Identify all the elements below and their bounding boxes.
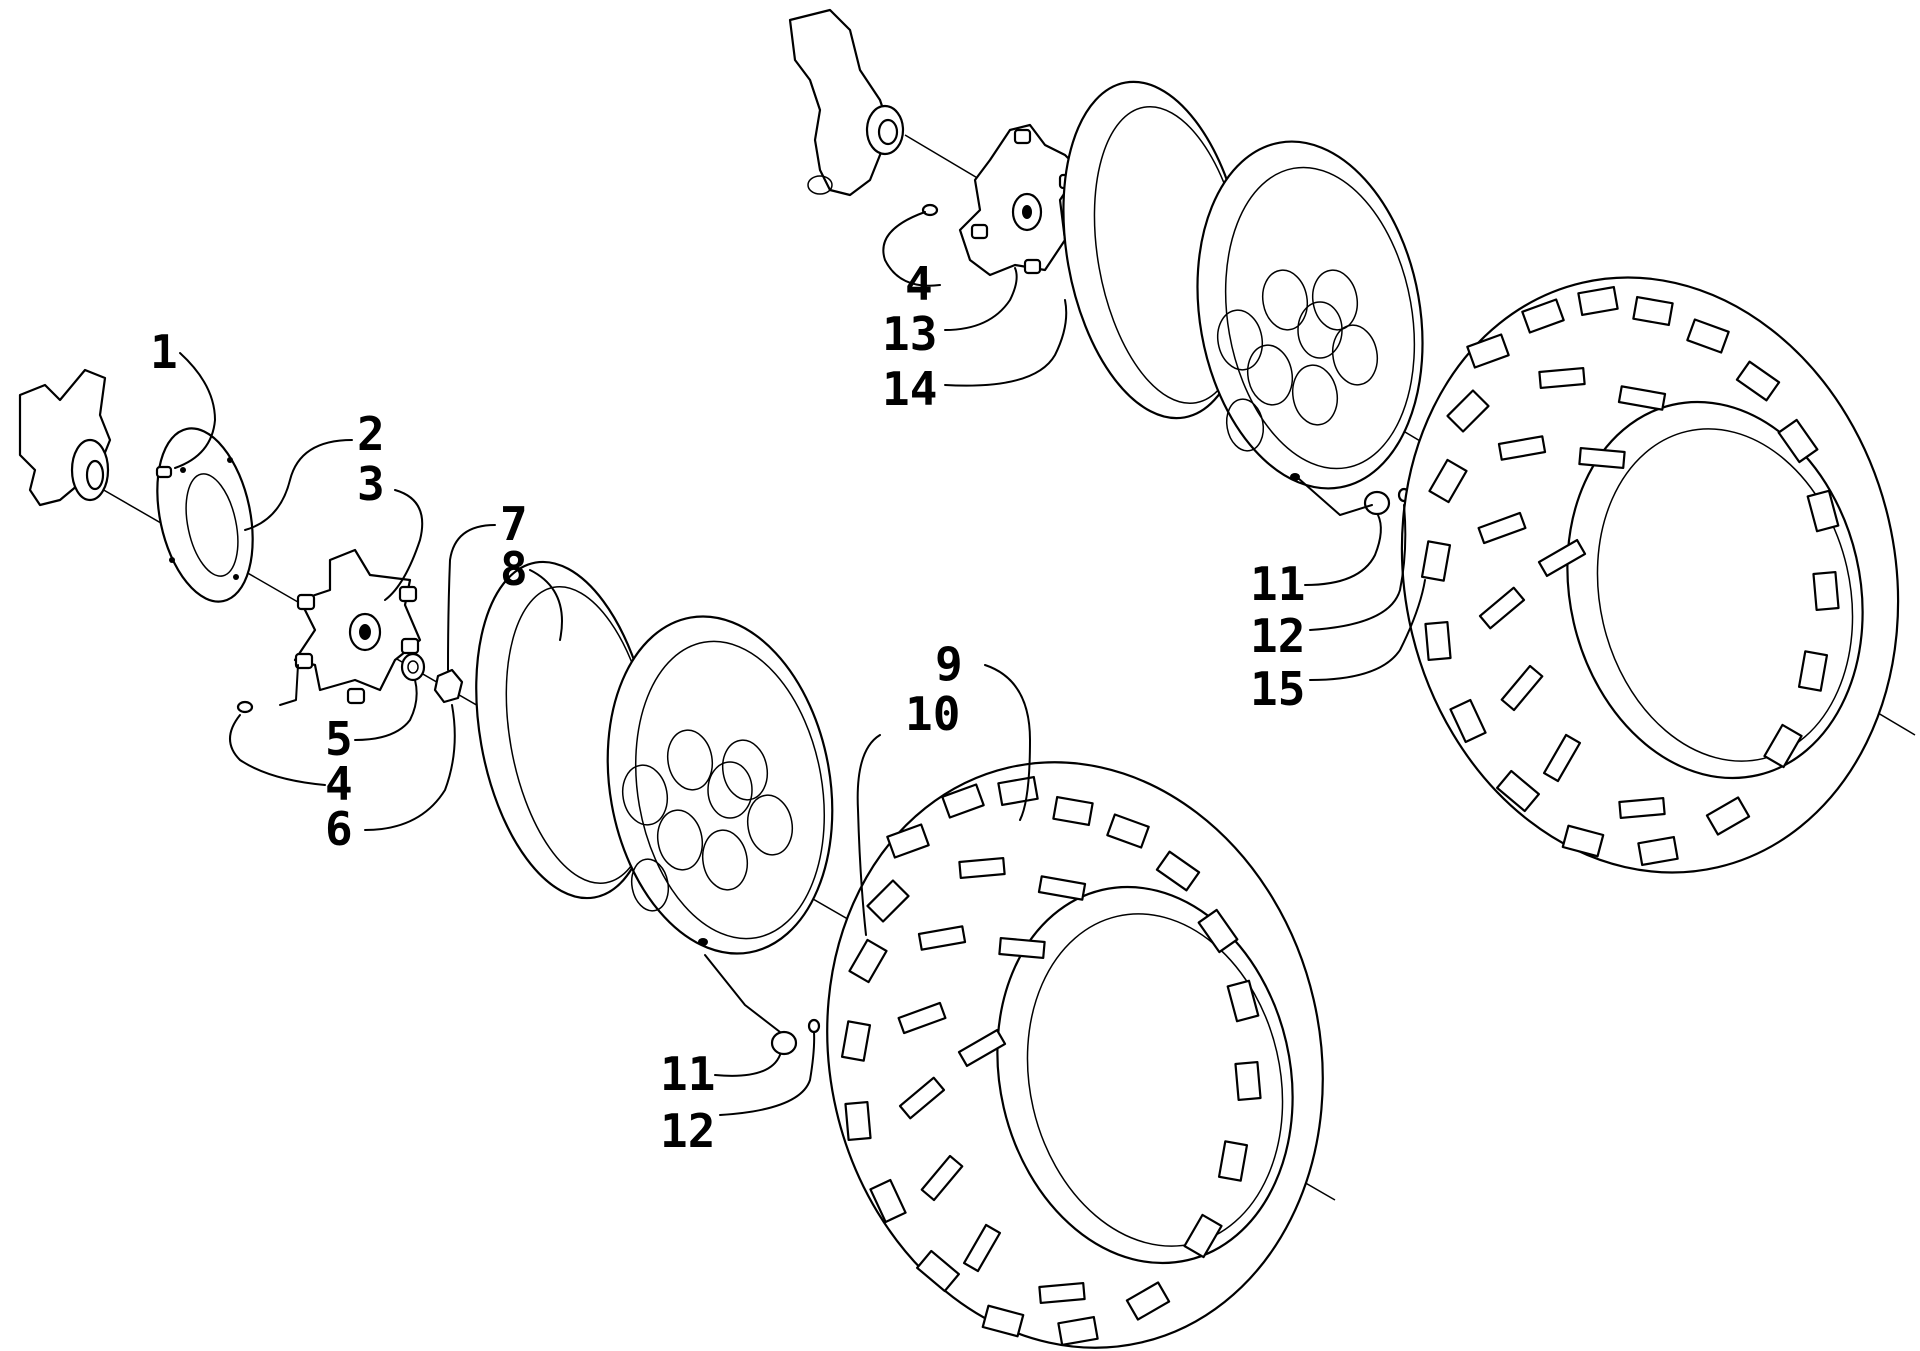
leader-5 [354,679,418,741]
leader-14 [944,299,1068,387]
callout-6: 6 [325,802,353,856]
callout-labels: 1 2 3 4 4 5 6 7 8 9 10 11 11 12 12 13 14… [150,257,1305,1158]
leader-6 [364,704,456,831]
callout-12-lower: 12 [660,1104,715,1158]
callout-9: 9 [935,637,963,691]
callout-4-upper: 4 [905,257,933,311]
leader-3 [384,489,424,601]
callout-3: 3 [357,457,385,511]
leader-lines [174,211,1426,1116]
tire-lower [826,761,1324,1349]
brake-disc [156,427,254,603]
leader-11-upper-bracket [1297,477,1373,516]
leader-1 [174,352,216,469]
valve-stem-lower [770,1018,821,1056]
tire-upper [1400,276,1900,874]
leader-13 [944,267,1018,331]
callout-11-upper: 11 [1250,557,1305,611]
cotter-pin-part-4 [236,700,254,714]
callout-15: 15 [1250,662,1305,716]
leader-12-lower [719,1031,816,1116]
callout-8: 8 [500,542,528,596]
wheel-hub-upper [958,123,1082,277]
leader-9 [984,664,1031,821]
leader-2 [244,439,353,531]
leader-15 [1309,579,1426,681]
bolt-part-1 [155,465,173,479]
callout-12-upper: 12 [1250,609,1305,663]
washer-part-5 [400,652,426,682]
callout-14: 14 [882,362,937,416]
callout-10: 10 [905,687,960,741]
steering-knuckle-lower [18,368,112,507]
rim-lower [475,560,834,955]
leader-8 [529,569,563,641]
leader-11-lower [714,1054,781,1077]
leader-4-lower [229,714,326,786]
wheel-hub-lower [293,548,422,705]
steering-knuckle-upper [788,8,905,197]
leader-4-upper [882,211,941,287]
leader-4-bracket [279,664,299,706]
castle-nut-part-6 [433,668,464,704]
callout-1: 1 [150,325,178,379]
callout-11-lower: 11 [660,1047,715,1101]
valve-stem-upper [1363,487,1411,516]
callout-13: 13 [882,307,937,361]
leader-7 [447,524,496,671]
leader-12-upper [1309,504,1407,631]
leader-11-lower-bracket [704,954,781,1033]
callout-4-lower: 4 [325,757,353,811]
leader-10 [856,734,881,936]
leader-11-upper [1304,514,1382,586]
cotter-pin-upper [921,203,939,217]
callout-2: 2 [357,407,385,461]
callout-7: 7 [500,497,528,551]
rim-upper [1062,80,1424,490]
callout-5: 5 [325,712,353,766]
